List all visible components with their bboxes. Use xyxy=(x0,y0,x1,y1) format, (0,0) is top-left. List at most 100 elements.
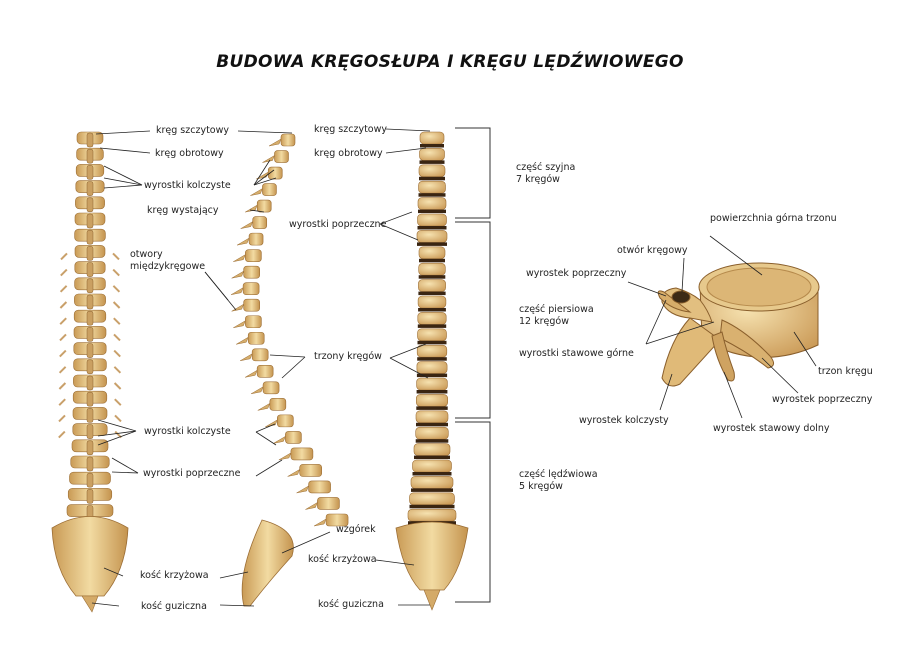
anterior-vertebra xyxy=(416,230,448,243)
anterior-disc xyxy=(419,258,445,263)
lateral-spinous-process xyxy=(287,468,301,477)
lateral-vertebra xyxy=(325,513,349,527)
label-wyrostki-kolczyste-bottom: wyrostki kolczyste xyxy=(144,426,231,437)
posterior-rib-stub xyxy=(113,333,121,342)
label-kosc-krzyzowa-anterior: kość krzyżowa xyxy=(308,554,377,565)
label-ledzwiowa-count: 5 kręgów xyxy=(519,481,563,492)
anterior-disc xyxy=(419,176,445,181)
posterior-spinous-process xyxy=(86,213,94,229)
posterior-rib-stub xyxy=(112,252,120,261)
posterior-rib-stub xyxy=(58,366,67,374)
posterior-rib-stub xyxy=(59,349,67,358)
lateral-vertebra xyxy=(274,150,289,163)
posterior-sacrum xyxy=(51,516,129,597)
lateral-spinous-process xyxy=(233,320,246,328)
lateral-spinous-process xyxy=(305,501,318,510)
posterior-spinous-process xyxy=(86,148,94,164)
posterior-spinous-process xyxy=(86,472,94,488)
anterior-disc xyxy=(417,226,447,230)
label-wzgorek: wzgórek xyxy=(336,524,376,535)
posterior-spinous-process xyxy=(86,391,94,407)
anterior-vertebra xyxy=(416,377,448,391)
lateral-spinous-process xyxy=(262,154,275,163)
posterior-spinous-process xyxy=(86,359,94,375)
posterior-spinous-process xyxy=(86,456,94,472)
posterior-spinous-process xyxy=(86,229,94,245)
lateral-vertebra xyxy=(248,232,264,246)
anterior-vertebra xyxy=(418,164,446,178)
posterior-rib-stub xyxy=(60,252,68,261)
posterior-spinous-process xyxy=(86,197,94,213)
posterior-rib-stub xyxy=(58,414,66,423)
posterior-spinous-process xyxy=(86,165,94,180)
anterior-vertebra xyxy=(417,312,447,325)
posterior-spinous-process xyxy=(86,408,94,423)
anterior-vertebra xyxy=(418,180,446,194)
anterior-disc xyxy=(411,488,453,492)
label-miedzykregowe: międzykręgowe xyxy=(130,261,206,272)
label-powierzchnia-gorna: powierzchnia górna trzonu xyxy=(710,213,837,224)
lateral-spinous-process xyxy=(278,452,292,461)
anterior-vertebra xyxy=(415,426,449,440)
posterior-rib-stub xyxy=(58,430,66,439)
lateral-vertebra xyxy=(251,348,269,362)
anterior-disc xyxy=(417,242,447,246)
anterior-disc xyxy=(418,275,446,279)
anterior-coccyx xyxy=(423,589,441,611)
posterior-spinous-process xyxy=(86,375,94,391)
label-krag-wystajacy: kręg wystający xyxy=(147,205,219,216)
posterior-spinous-process xyxy=(86,310,94,326)
lateral-vertebra xyxy=(247,331,265,345)
lateral-spinous-process xyxy=(240,221,254,229)
lateral-vertebra xyxy=(243,265,260,279)
label-krag-szczytowy-anterior: kręg szczytowy xyxy=(314,124,387,135)
label-otwory: otwory xyxy=(130,249,163,260)
lateral-spinous-process xyxy=(245,369,258,378)
label-trzony-kregow: trzony kręgów xyxy=(314,351,382,362)
lateral-vertebra xyxy=(269,398,287,411)
label-kosc-guziczna-posterior: kość guziczna xyxy=(141,601,207,612)
lateral-vertebra xyxy=(317,497,340,510)
label-piersiowa-count: 12 kręgów xyxy=(519,316,569,327)
label-kosc-krzyzowa-posterior: kość krzyżowa xyxy=(140,570,209,581)
lateral-vertebra xyxy=(299,464,322,477)
label-krag-obrotowy-posterior: kręg obrotowy xyxy=(155,148,224,159)
label-wyrostki-kolczyste-top: wyrostki kolczyste xyxy=(144,180,231,191)
posterior-spinous-process xyxy=(86,132,94,148)
anterior-disc xyxy=(416,406,448,410)
lateral-spinous-process xyxy=(236,237,250,246)
label-czesc-ledzwiowa: część lędźwiowa xyxy=(519,469,598,480)
lateral-vertebra xyxy=(285,431,302,444)
posterior-spinous-process xyxy=(86,343,94,358)
anterior-disc xyxy=(420,144,444,148)
label-wyrostki-stawowe-gorne: wyrostki stawowe górne xyxy=(519,348,634,359)
label-kosc-guziczna-anterior: kość guziczna xyxy=(318,599,384,610)
anterior-disc xyxy=(418,308,446,312)
label-krag-szczytowy-posterior: kręg szczytowy xyxy=(156,125,229,136)
posterior-rib-stub xyxy=(59,317,67,325)
leader-lines xyxy=(91,128,817,607)
posterior-spinous-process xyxy=(86,489,94,504)
lateral-vertebra xyxy=(267,166,283,180)
posterior-rib-stub xyxy=(59,301,68,309)
anterior-vertebra xyxy=(417,197,447,210)
lateral-vertebra xyxy=(262,381,280,395)
posterior-spinous-process xyxy=(86,278,94,294)
lateral-spinous-process xyxy=(231,270,245,279)
label-wyrostek-kolczysty: wyrostek kolczysty xyxy=(579,415,669,426)
anterior-disc xyxy=(409,504,455,509)
anterior-sacrum xyxy=(395,521,469,591)
lumbar-vertebra xyxy=(657,262,820,387)
label-wyrostki-poprzeczne-posterior: wyrostki poprzeczne xyxy=(143,468,241,479)
posterior-rib-stub xyxy=(112,268,120,277)
lateral-vertebra xyxy=(252,216,268,229)
anterior-disc xyxy=(416,373,448,378)
anterior-disc xyxy=(418,209,446,214)
anterior-disc xyxy=(417,340,447,345)
anterior-vertebra xyxy=(418,246,446,260)
anterior-disc xyxy=(415,439,449,443)
label-wyrostek-poprzeczny-left: wyrostek poprzeczny xyxy=(526,268,627,279)
posterior-spinous-process xyxy=(86,440,94,456)
lateral-vertebra xyxy=(290,447,314,461)
